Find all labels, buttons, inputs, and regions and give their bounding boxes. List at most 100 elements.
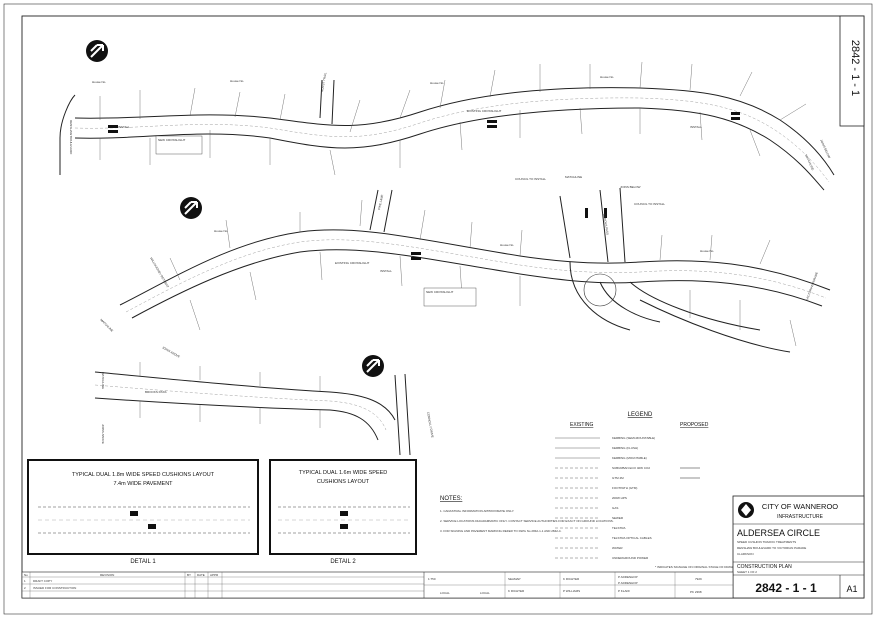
street-label-connolly: CONNOLLY DRIVE: [426, 411, 434, 438]
rev-row-desc: DRAFT COPY: [33, 579, 52, 583]
detail-1-title: TYPICAL DUAL 1.8m WIDE SPEED CUSHIONS LA…: [72, 472, 215, 478]
revision-block: No REVISION BY DATE APPR 1 DRAFT COPY 2 …: [21, 571, 734, 599]
legend-row-label: UNDERGROUND POWER: [612, 556, 649, 560]
new-crosslight-label: NEW CROSSLIGHT: [158, 138, 186, 142]
outer-border: [3, 3, 873, 615]
designed-value: K RICHTER: [508, 589, 525, 593]
project-line-3: CLARKSON: [737, 552, 754, 556]
new-crosslight-label: NEW CROSSLIGHT: [426, 290, 454, 294]
detail-2: TYPICAL DUAL 1.6m WIDE SPEED CUSHIONS LA…: [269, 459, 417, 565]
datum-value: LOCAL: [440, 591, 450, 595]
datum-value-2: LOCAL: [480, 591, 490, 595]
house-number-label: House No.: [600, 75, 614, 79]
matchline-label: MATCHLINE: [565, 175, 582, 179]
rev-header-by: BY: [187, 573, 191, 577]
approved-value-2: P ADRENHOP: [618, 581, 638, 585]
title-block: CITY OF WANNEROO INFRASTRUCTURE ALDERSEA…: [732, 495, 865, 599]
house-number-label: House No.: [214, 229, 228, 233]
matchline-label: MATCHLINE: [804, 154, 815, 171]
install-label: INSTALL: [690, 125, 702, 129]
detail-1: TYPICAL DUAL 1.8m WIDE SPEED CUSHIONS LA…: [27, 459, 259, 565]
ref-value-2: PK 2398: [690, 590, 702, 594]
detail-1-label: DETAIL 1: [130, 559, 156, 565]
house-number-label: House No.: [700, 249, 714, 253]
north-arrow-icon: [86, 40, 108, 62]
sheet-size: A1: [846, 584, 857, 594]
ref-value-1: 7929: [695, 577, 702, 581]
house-number-label: House No.: [500, 243, 514, 247]
checked-value: P WILLIAMS: [563, 589, 580, 593]
org-name: CITY OF WANNEROO: [762, 502, 838, 511]
rev-header-no: No: [24, 573, 28, 577]
road-section-2: PIKE LANE WILLOUGHBY RETREAT BROOKS PASS…: [99, 175, 831, 359]
street-label-willoughby: WILLOUGHBY RETREAT: [149, 257, 170, 289]
north-arrow-icon: [362, 355, 384, 377]
joins-above-label: JOINS ABOVE: [101, 424, 105, 444]
project-title: ALDERSEA CIRCLE: [737, 528, 820, 538]
rev-row-no: 1: [24, 579, 26, 583]
rev-row-desc: ISSUED FOR CONSTRUCTION: [33, 586, 76, 590]
project-line-1: SPEED CUSHION TRAFFIC TREATMENTS: [737, 540, 796, 544]
legend-row-label: KERBING (SEMI-MOUNTABLE): [612, 436, 655, 440]
joins-above-label: JOINS ABOVE: [162, 345, 181, 358]
matchline-label: MATCHLINE: [101, 372, 105, 389]
house-number-label: House No.: [92, 80, 106, 84]
legend-row-label: FOOTPATH (GTM): [612, 486, 637, 490]
north-arrow-icon: [180, 197, 202, 219]
legend-row-label: SEWER: [612, 516, 624, 520]
vertical-sheet-number: 2842 - 1 - 1: [849, 40, 861, 96]
note-item: 2. SERVICE LOCATIONS DIAGRAMMATIC ONLY. …: [440, 519, 614, 523]
joins-below-label: JOINS BELOW: [620, 185, 641, 189]
road-section-1: RENSHAW BOULEVARD HURST TRAIL INSTALL EX…: [59, 61, 835, 191]
legend-row-label: KERBING (FLUSH): [612, 446, 638, 450]
legend-row-label: TELSTRA OPTICAL CABLES: [612, 536, 652, 540]
legend-row-label: SUBURBAN ECO 40W CO2: [612, 466, 650, 470]
legend-row-label: WATER: [612, 546, 623, 550]
council-install-label: COUNCIL TO INSTALL: [515, 177, 546, 181]
notes-heading: NOTES:: [440, 496, 463, 502]
note-item: 1. CADASTRAL INFORMATION APPROXIMATE ONL…: [440, 509, 514, 513]
matchline-label: MATCHLINE: [99, 318, 114, 333]
legend-row-label: 200W HPS: [612, 496, 627, 500]
vertical-sheet-box: [839, 15, 865, 127]
sheet-number: 2842 - 1 - 1: [755, 581, 817, 595]
legend-row-label: GAS: [612, 506, 618, 510]
legend-row-label: KERBING (MOUNTABLE): [612, 456, 647, 460]
install-label: INSTALL: [118, 125, 130, 129]
org-dept: INFRASTRUCTURE: [777, 514, 823, 520]
note-item: 3. FOR SIGNING AND PAVEMENT MARKING REFE…: [440, 529, 562, 533]
existing-crosslight-label: EXISTING CROSSLIGHT: [467, 109, 502, 113]
council-install-label: COUNCIL TO INSTALL: [634, 202, 665, 206]
install-callout-box: [155, 135, 203, 155]
house-number-label: House No.: [230, 79, 244, 83]
scale-value: 1:750: [428, 577, 436, 581]
detail-2-subtitle: CUSHIONS LAYOUT: [317, 479, 370, 485]
legend-block: LEGEND EXISTING PROPOSED KERBING (SEMI-M…: [555, 412, 739, 569]
rev-header-date: DATE: [197, 573, 205, 577]
detail-1-subtitle: 7.4m WIDE PAVEMENT: [113, 481, 173, 487]
legend-footnote: * INDICATES SIGNAGE ON ORIGINAL STAGE OF…: [655, 565, 739, 569]
install-callout-box: [423, 287, 477, 307]
plan-sheet: SHEET 1 OF 2: [737, 570, 757, 574]
project-line-2: RENSHAW BOULEVARD TO VICTORIAN PARADE: [737, 546, 806, 550]
approved-value-3: P KLAFF: [618, 589, 630, 593]
rev-header-revision: REVISION: [100, 573, 114, 577]
legend-row-label: TELSTRA: [612, 526, 626, 530]
legend-existing-heading: EXISTING: [570, 422, 593, 428]
install-label: INSTALL: [380, 269, 392, 273]
existing-crosslight-label: EXISTING CROSSLIGHT: [335, 261, 370, 265]
detail-2-label: DETAIL 2: [330, 559, 356, 565]
street-label-pike: PIKE LANE: [377, 194, 384, 210]
rev-header-appr: APPR: [210, 573, 219, 577]
approved-value: P ADRENHOP: [618, 575, 638, 579]
street-label-victorian: VICTORIAN PARADE: [805, 272, 819, 301]
street-label-brooks-pass: BROOKS PASS: [145, 390, 166, 394]
rev-row-no: 2: [24, 586, 26, 590]
street-label-brooks-pass-2: BROOKS PASS: [602, 213, 610, 235]
detail-2-title: TYPICAL DUAL 1.6m WIDE SPEED: [299, 470, 388, 476]
legend-proposed-heading: PROPOSED: [680, 422, 709, 428]
notes-block: NOTES: 1. CADASTRAL INFORMATION APPROXIM…: [440, 496, 614, 533]
city-logo-icon: [738, 502, 754, 518]
